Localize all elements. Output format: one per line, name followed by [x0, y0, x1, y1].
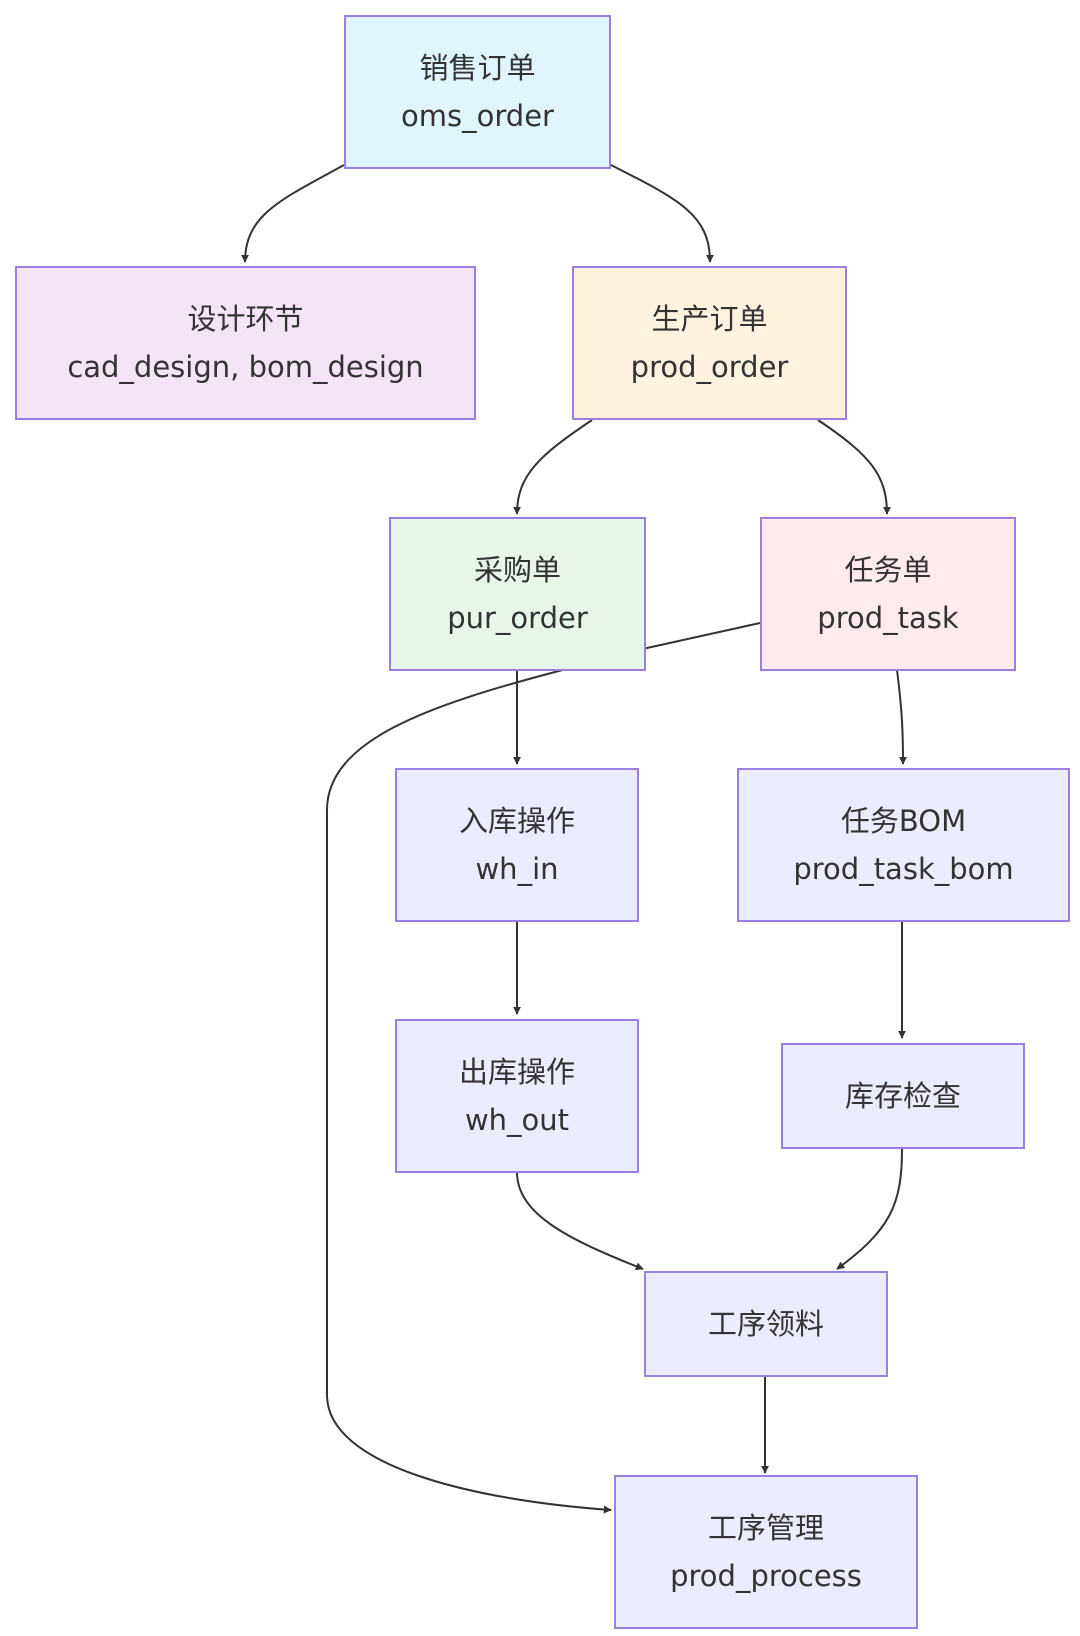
node-task-title: 任务单: [844, 553, 932, 587]
node-material-picking-title: 工序领料: [707, 1307, 824, 1341]
node-process-title: 工序管理: [707, 1511, 824, 1545]
edge-sales-to-prodorder: [610, 164, 714, 263]
edge-sales-to-design: [241, 164, 345, 263]
node-sales-order: 销售订单 oms_order: [344, 15, 611, 169]
node-design-table: cad_design, bom_design: [67, 350, 424, 384]
node-task-table: prod_task: [817, 601, 959, 635]
node-wh-in-title: 入库操作: [458, 804, 575, 838]
node-prod-order-table: prod_order: [630, 350, 789, 384]
node-process-table: prod_process: [670, 1559, 862, 1593]
node-material-picking: 工序领料: [644, 1271, 888, 1377]
node-task-bom-title: 任务BOM: [840, 804, 967, 838]
node-wh-out-table: wh_out: [464, 1103, 570, 1137]
node-sales-order-table: oms_order: [401, 99, 554, 133]
node-prod-order-title: 生产订单: [651, 302, 768, 336]
edge-task-to-process: [326, 622, 761, 1514]
edge-prodorder-to-task: [817, 419, 891, 515]
node-purchase-order-table: pur_order: [447, 601, 588, 635]
node-purchase-order-title: 采购单: [473, 553, 561, 587]
edge-stockcheck-to-picking: [836, 1148, 903, 1270]
node-design: 设计环节 cad_design, bom_design: [15, 266, 476, 420]
node-process: 工序管理 prod_process: [614, 1475, 918, 1629]
edge-whout-to-picking: [516, 1171, 644, 1271]
node-task-bom-table: prod_task_bom: [793, 852, 1014, 886]
node-purchase-order: 采购单 pur_order: [389, 517, 646, 671]
edge-task-to-taskbom: [896, 669, 907, 765]
node-wh-out: 出库操作 wh_out: [395, 1019, 639, 1173]
node-stock-check-title: 库存检查: [844, 1079, 961, 1113]
node-design-title: 设计环节: [187, 302, 304, 336]
node-sales-order-title: 销售订单: [419, 51, 536, 85]
node-prod-order: 生产订单 prod_order: [572, 266, 847, 420]
node-wh-out-title: 出库操作: [458, 1055, 575, 1089]
node-task-bom: 任务BOM prod_task_bom: [737, 768, 1070, 922]
node-wh-in-table: wh_in: [475, 852, 559, 886]
node-task: 任务单 prod_task: [760, 517, 1016, 671]
node-stock-check: 库存检查: [781, 1043, 1025, 1149]
edge-prodorder-to-purchase: [513, 419, 593, 515]
node-wh-in: 入库操作 wh_in: [395, 768, 639, 922]
